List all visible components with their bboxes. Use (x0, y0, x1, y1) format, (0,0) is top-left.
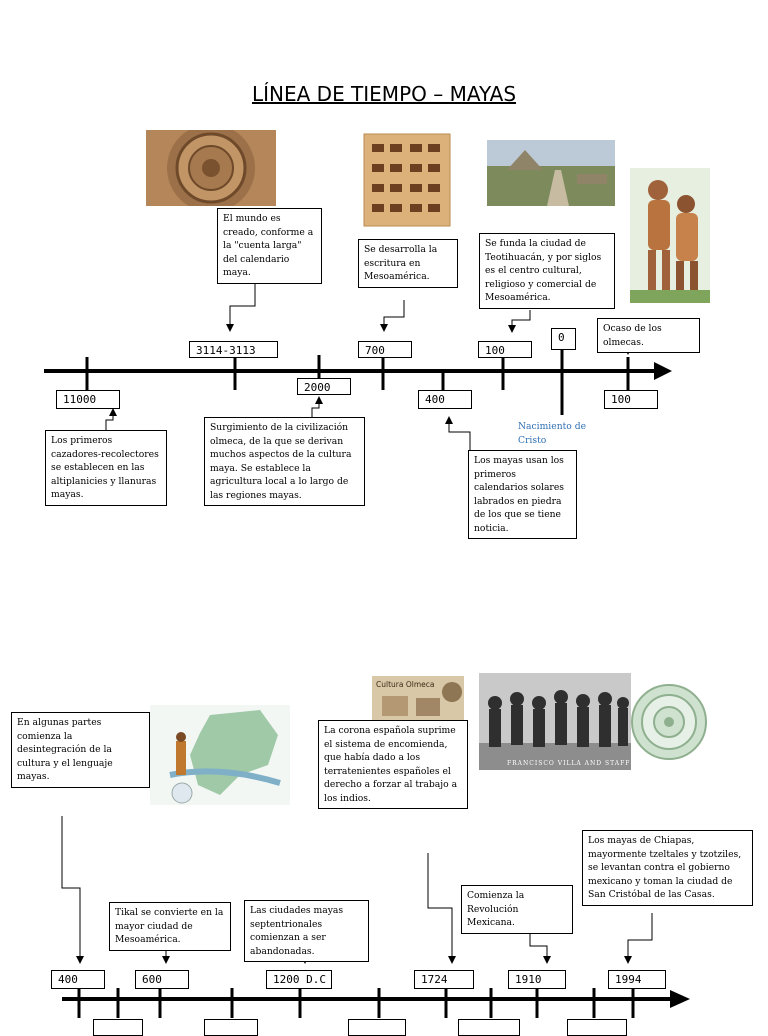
year-label-11000: 11000 (56, 390, 120, 409)
cutoff-label-4 (458, 1019, 520, 1036)
event-ciudades-abandonadas: Las ciudades mayas septentrionales comie… (244, 900, 369, 962)
year-label-1724: 1724 (414, 970, 474, 989)
event-escritura: Se desarrolla la escritura en Mesoaméric… (358, 239, 458, 288)
event-mundo-creado: El mundo es creado, conforme a la "cuent… (217, 208, 322, 284)
villa-photo-caption: FRANCISCO VILLA AND STAFF (507, 760, 631, 767)
teotihuacan-image (487, 140, 615, 206)
event-nacimiento-cristo: Nacimiento de Cristo (513, 417, 615, 450)
year-label-400-bc: 400 (418, 390, 472, 409)
year-label-400-dc: 400 (51, 970, 105, 989)
maya-map-image (150, 705, 290, 805)
event-revolucion-mexicana: Comienza la Revolución Mexicana. (461, 885, 573, 934)
year-label-2000: 2000 (297, 378, 351, 395)
event-corona-espanola: La corona española suprime el sistema de… (318, 720, 468, 809)
event-calendarios: Los mayas usan los primeros calendarios … (468, 450, 577, 539)
year-label-3114: 3114-3113 (189, 341, 278, 358)
year-label-100-bc: 100 (478, 341, 532, 358)
cutoff-label-1 (93, 1019, 143, 1036)
codex-image (362, 130, 452, 230)
event-chiapas: Los mayas de Chiapas, mayormente tzeltal… (582, 830, 753, 906)
maya-calendar-wheel-image (630, 683, 708, 761)
year-label-100-ad: 100 (604, 390, 658, 409)
year-label-1200: 1200 D.C (266, 970, 332, 989)
olmec-culture-caption: Cultura Olmeca (376, 680, 435, 689)
cutoff-label-2 (204, 1019, 258, 1036)
year-label-700: 700 (358, 341, 412, 358)
cutoff-label-5 (567, 1019, 627, 1036)
event-olmeca: Surgimiento de la civilización olmeca, d… (204, 417, 365, 506)
maya-figures-image (630, 168, 710, 303)
event-tikal: Tikal se convierte en la mayor ciudad de… (109, 902, 231, 951)
year-label-1910: 1910 (508, 970, 566, 989)
year-label-600: 600 (135, 970, 189, 989)
cutoff-label-3 (348, 1019, 406, 1036)
event-teotihuacan: Se funda la ciudad de Teotihuacán, y por… (479, 233, 615, 309)
year-label-1994: 1994 (608, 970, 666, 989)
event-ocaso-olmecas: Ocaso de los olmecas. (597, 318, 700, 353)
year-label-0: 0 (551, 328, 576, 350)
event-desintegracion: En algunas partes comienza la desintegra… (11, 712, 150, 788)
aztec-calendar-image (146, 130, 276, 206)
page-title: LÍNEA DE TIEMPO – MAYAS (251, 82, 517, 106)
event-cazadores: Los primeros cazadores-recolectores se e… (45, 430, 167, 506)
olmec-culture-image: Cultura Olmeca (372, 676, 464, 720)
villa-staff-photo: FRANCISCO VILLA AND STAFF (479, 673, 631, 770)
